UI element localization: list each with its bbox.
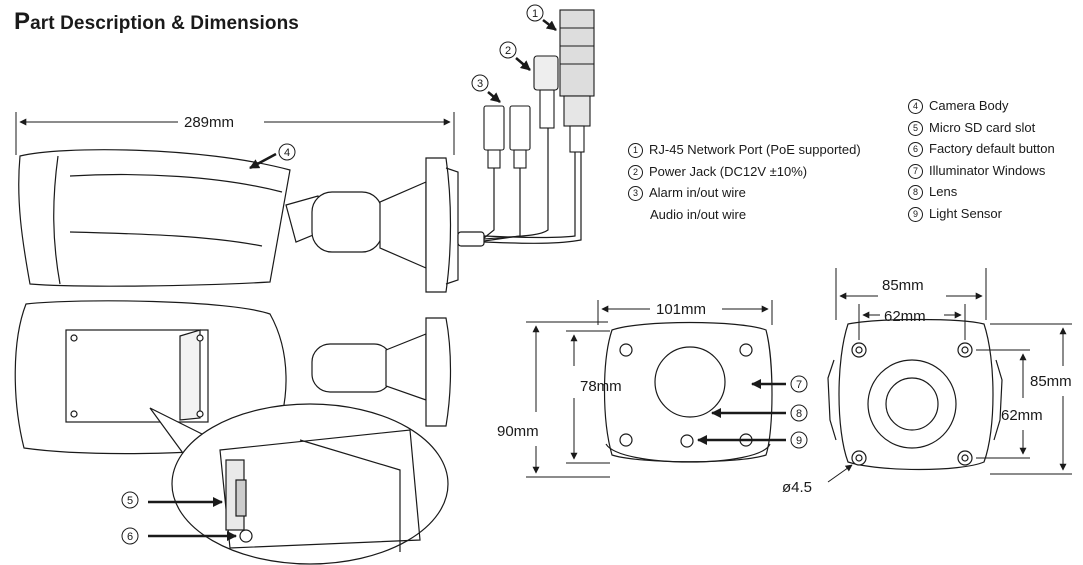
callout-number-4: 4 — [284, 147, 290, 159]
legend-item-audio-wire: Audio in/out wire — [650, 206, 747, 222]
callout-number-7: 7 — [796, 379, 802, 391]
callout-9 — [790, 431, 808, 449]
callout-5 — [121, 491, 139, 509]
dim-label-62mm-spacing-x: 62mm — [884, 308, 926, 325]
callout-number-1: 1 — [532, 8, 538, 20]
camera-side-view — [18, 126, 582, 293]
callout-6 — [121, 527, 139, 545]
dim-label-101mm: 101mm — [656, 301, 706, 318]
page-title: Part Description & Dimensions — [14, 8, 299, 35]
dim-label-90mm: 90mm — [497, 423, 539, 440]
dim-label-62mm-spacing-y: 62mm — [1001, 407, 1043, 424]
callout-2 — [499, 41, 517, 59]
callout-number-9: 9 — [796, 435, 802, 447]
mount-base-view — [827, 318, 1003, 471]
sd-slot-zoom — [149, 403, 449, 565]
callout-number-2: 2 — [505, 45, 511, 57]
dimension-lines — [15, 112, 1072, 483]
callout-markers — [121, 4, 808, 545]
dim-label-hole-diameter: ø4.5 — [782, 479, 812, 496]
dim-label-85mm-width: 85mm — [882, 277, 924, 294]
connector-set — [483, 9, 595, 169]
callout-number-6: 6 — [127, 531, 133, 543]
callout-4 — [278, 143, 296, 161]
dim-label-289mm: 289mm — [184, 114, 234, 131]
front-view — [603, 321, 773, 463]
callout-8 — [790, 404, 808, 422]
dim-label-85mm-height: 85mm — [1030, 373, 1072, 390]
dim-label-78mm: 78mm — [580, 378, 622, 395]
dimension-labels: 289mm 101mm 78mm 90mm 85mm 62mm 85mm 62m… — [184, 114, 1072, 496]
callout-numbers: 1 2 3 4 5 6 7 8 9 — [127, 8, 802, 543]
callout-number-8: 8 — [796, 408, 802, 420]
callout-number-3: 3 — [477, 78, 483, 90]
callout-arrows — [148, 19, 786, 541]
callout-7 — [790, 375, 808, 393]
camera-bottom-view — [14, 300, 452, 455]
callout-3 — [471, 74, 489, 92]
callout-1 — [526, 4, 544, 22]
callout-number-5: 5 — [127, 495, 133, 507]
